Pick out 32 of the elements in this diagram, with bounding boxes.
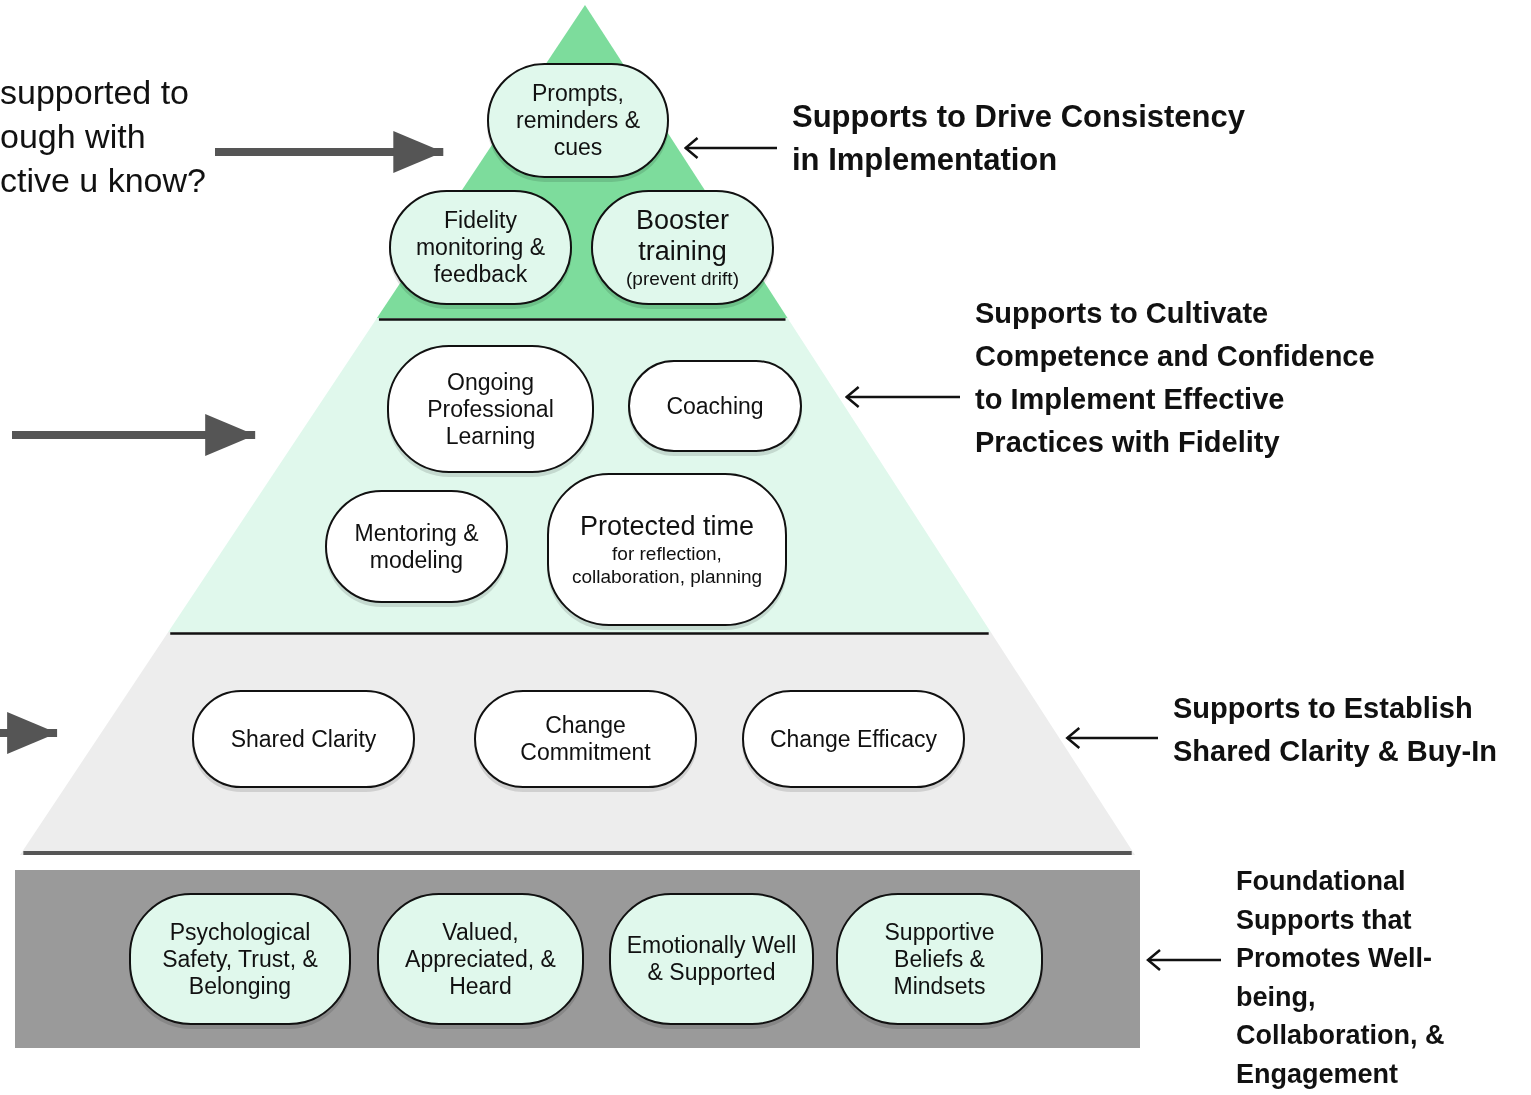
pill-label: Shared Clarity bbox=[230, 725, 377, 753]
tier-caption: Foundational Supports that Promotes Well-being, Collaboration, & Engagement bbox=[1236, 862, 1486, 1093]
pyramid-apex-tier bbox=[377, 5, 788, 318]
pill-label: Change Commitment bbox=[519, 712, 652, 766]
pill-label: Ongoing Professional Learning bbox=[426, 368, 555, 450]
pill-label: Change Efficacy bbox=[769, 725, 938, 753]
foundation-bar bbox=[15, 870, 1140, 1048]
pill-label: Psychological Safety, Trust, & Belonging bbox=[161, 918, 319, 1000]
support-pill bbox=[591, 190, 774, 305]
support-pill bbox=[487, 63, 669, 178]
arrow bbox=[845, 385, 960, 409]
pill-label: Mentoring & modeling bbox=[353, 519, 480, 574]
arrow bbox=[0, 712, 58, 754]
arrow bbox=[1066, 726, 1158, 750]
arrow bbox=[1146, 948, 1221, 972]
pill-label: Coaching bbox=[666, 392, 764, 420]
pill-label: Valued, Appreciated, & Heard bbox=[404, 918, 557, 1000]
tier-caption: Supports to Cultivate Competence and Confidence to Implement Effective Practices with Fidelity bbox=[975, 292, 1390, 464]
support-pill bbox=[547, 473, 787, 626]
question-text: supported to ough with ctive u know? bbox=[0, 70, 210, 202]
pill-label: Supportive Beliefs & Mindsets bbox=[883, 918, 996, 1000]
tier-caption: Supports to Drive Consistency in Implementation bbox=[792, 95, 1262, 181]
tier-caption: Supports to Establish Shared Clarity & Buy-In bbox=[1173, 687, 1523, 773]
pill-subtext: for reflection, collaboration, planning bbox=[570, 542, 764, 588]
pill-label: Emotionally Well & Supported bbox=[625, 932, 798, 986]
pill-label: Protected time bbox=[579, 511, 755, 542]
pill-subtext: (prevent drift) bbox=[626, 267, 739, 290]
pyramid-tier-band bbox=[20, 632, 1135, 855]
pill-label: Fidelity monitoring & feedback bbox=[414, 207, 547, 288]
arrow bbox=[684, 136, 777, 160]
pill-label: Booster training bbox=[634, 205, 731, 267]
pill-label: Prompts, reminders & cues bbox=[515, 80, 641, 161]
